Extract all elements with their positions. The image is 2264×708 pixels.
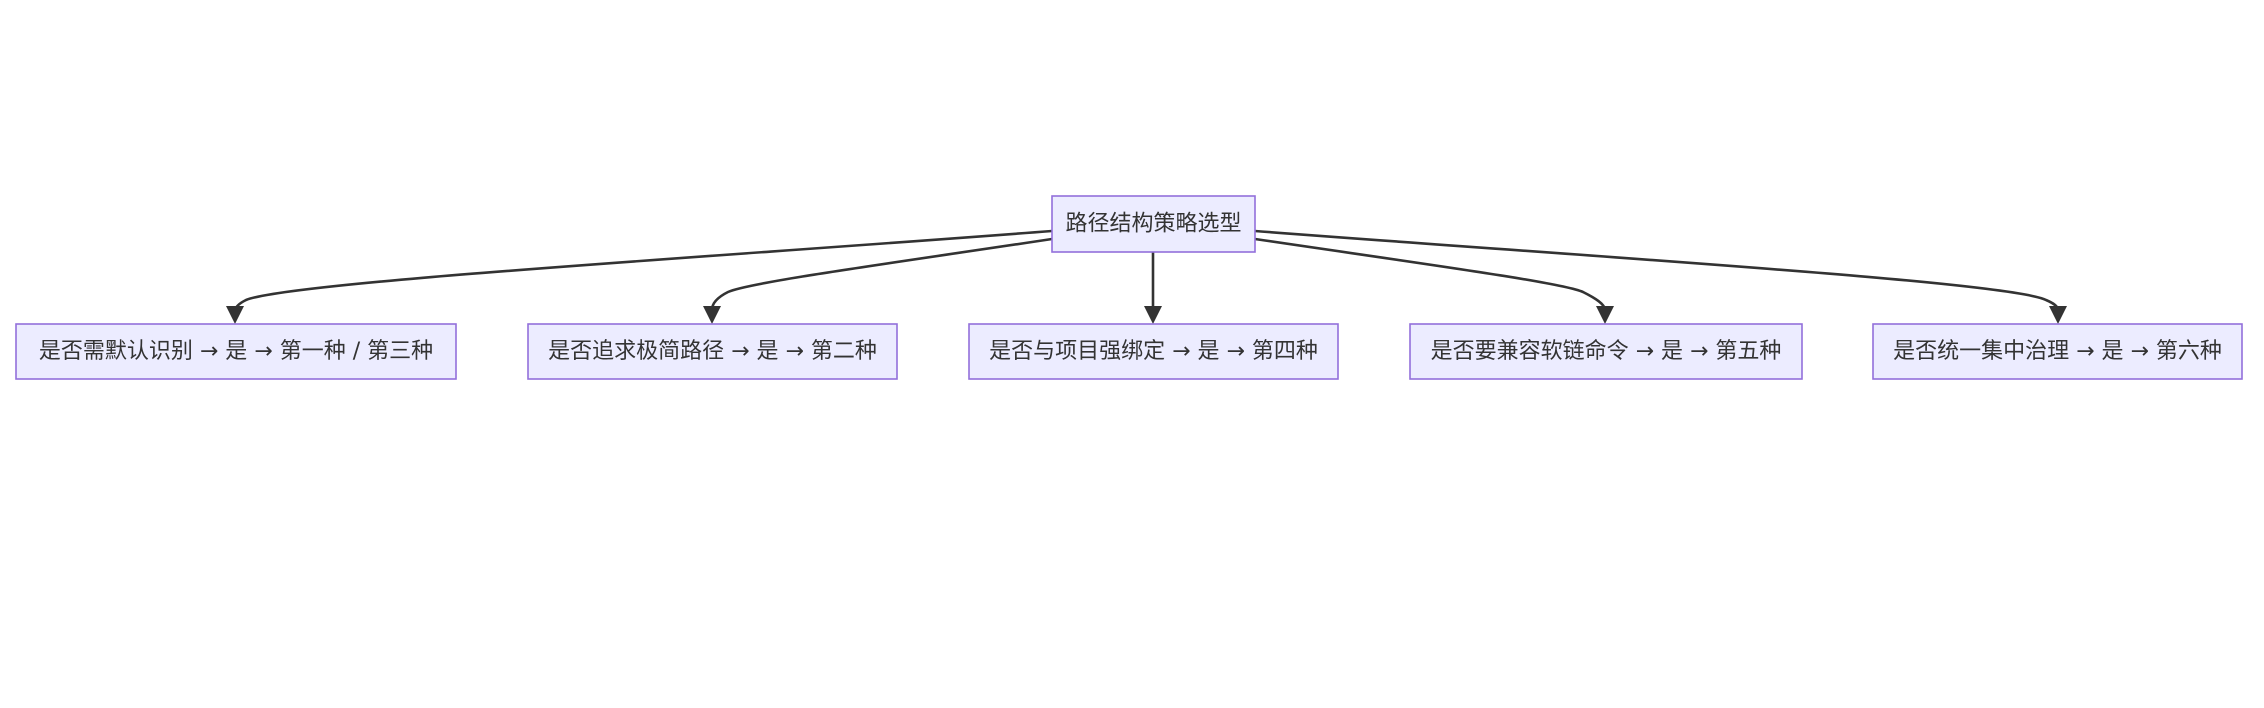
node-c5: 是否统一集中治理 → 是 → 第六种 bbox=[1872, 323, 2243, 380]
edge-root-to-c1 bbox=[233, 229, 1053, 311]
edges bbox=[226, 229, 2067, 324]
node-c4: 是否要兼容软链命令 → 是 → 第五种 bbox=[1409, 323, 1803, 380]
arrow-head-c1 bbox=[226, 306, 244, 324]
node-c4-label: 是否要兼容软链命令 → 是 → 第五种 bbox=[1431, 339, 1782, 364]
arrow-head-c4 bbox=[1596, 306, 1614, 324]
node-c2: 是否追求极简路径 → 是 → 第二种 bbox=[527, 323, 898, 380]
node-c1-box bbox=[15, 323, 457, 380]
node-c2-box bbox=[527, 323, 898, 380]
node-c5-box bbox=[1872, 323, 2243, 380]
node-c1-label: 是否需默认识别 → 是 → 第一种 / 第三种 bbox=[39, 339, 433, 364]
arrow-head-c3 bbox=[1144, 306, 1162, 324]
node-c2-label: 是否追求极简路径 → 是 → 第二种 bbox=[548, 339, 877, 364]
node-c3-box bbox=[968, 323, 1339, 380]
edge-root-to-c4 bbox=[1254, 237, 1607, 311]
node-root: 路径结构策略选型 bbox=[1051, 195, 1256, 253]
edge-root-to-c2 bbox=[710, 237, 1053, 311]
node-c3-label: 是否与项目强绑定 → 是 → 第四种 bbox=[989, 339, 1318, 364]
arrow-head-c5 bbox=[2049, 306, 2067, 324]
node-root-box bbox=[1051, 195, 1256, 253]
node-root-label: 路径结构策略选型 bbox=[1065, 212, 1241, 237]
node-c1: 是否需默认识别 → 是 → 第一种 / 第三种 bbox=[15, 323, 457, 380]
arrow-head-c2 bbox=[703, 306, 721, 324]
node-c4-box bbox=[1409, 323, 1803, 380]
node-c3: 是否与项目强绑定 → 是 → 第四种 bbox=[968, 323, 1339, 380]
node-c5-label: 是否统一集中治理 → 是 → 第六种 bbox=[1893, 339, 2222, 364]
edge-root-to-c5 bbox=[1254, 229, 2060, 311]
